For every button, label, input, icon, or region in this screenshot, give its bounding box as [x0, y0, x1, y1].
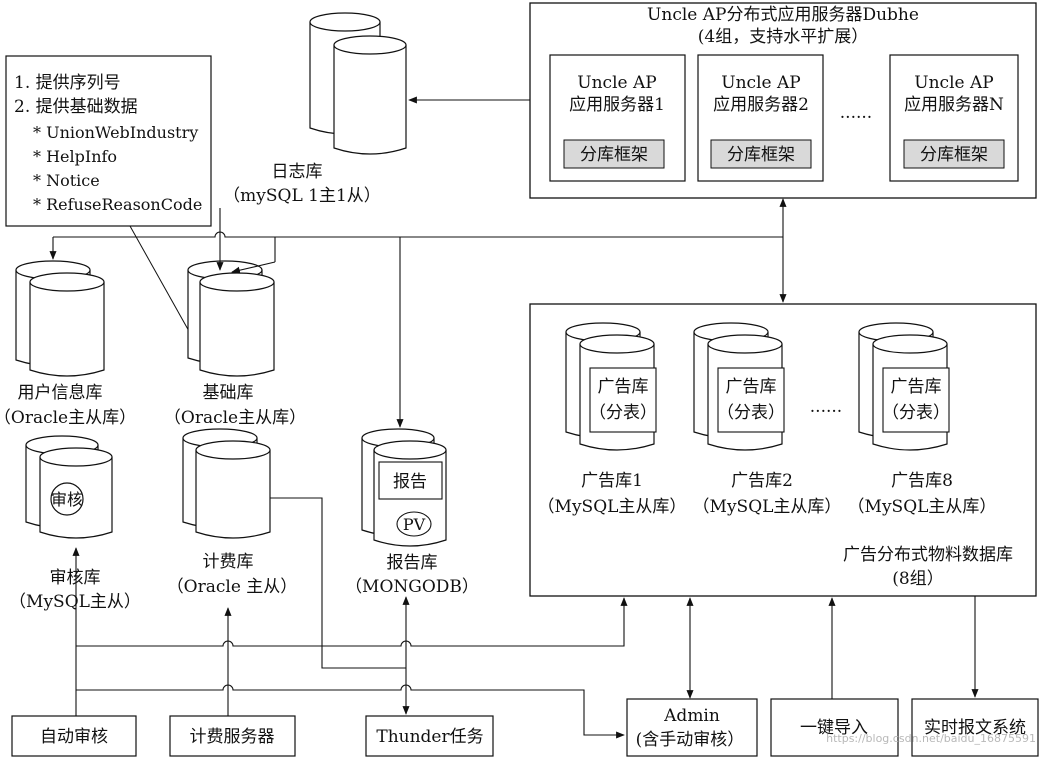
app-server-2-label: 应用服务器2 [713, 95, 809, 115]
ad-db-1-detail: （MySQL主从库） [538, 497, 687, 517]
report-db-inner-top: 报告 [393, 472, 427, 492]
admin-box[interactable]: Admin (含手动审核） [626, 698, 758, 757]
base-db-name: 基础库 [203, 383, 254, 403]
auto-audit-label: 自动审核 [40, 727, 108, 747]
ad-db-2-name: 广告库2 [731, 471, 793, 491]
thunder-task-label: Thunder任务 [376, 727, 483, 747]
billing-server-label: 计费服务器 [190, 727, 275, 747]
billing-db-name: 计费库 [203, 552, 254, 572]
arrow-bus-to-base-db [231, 261, 276, 274]
log-db: 日志库 （mySQL 1主1从） [223, 12, 407, 206]
ad-cluster-subtitle: (8组） [892, 569, 943, 589]
ad-db-1: 广告库 （分表） 广告库1 （MySQL主从库） [538, 322, 687, 517]
report-db: 报告 PV 报告库 （MONGODB） [345, 428, 479, 597]
one-click-import-label: 一键导入 [800, 718, 868, 738]
report-db-inner-bottom: PV [403, 515, 426, 534]
app-cluster-subtitle: (4组，支持水平扩展） [698, 27, 868, 47]
app-server-1-label: 应用服务器1 [569, 95, 665, 115]
app-server-1: Uncle AP 应用服务器1 分库框架 [549, 54, 686, 182]
app-server-1-name: Uncle AP [577, 73, 656, 93]
ad-db-1-name: 广告库1 [581, 471, 643, 491]
notes-item: * UnionWebIndustry [33, 123, 198, 142]
ad-db-1-inner: 广告库 [598, 377, 649, 397]
app-server-n: Uncle AP 应用服务器N 分库框架 [889, 54, 1019, 182]
notes-item: * Notice [33, 171, 100, 190]
app-server-n-name: Uncle AP [914, 73, 993, 93]
ad-db-2-inner: 广告库 [726, 377, 777, 397]
app-server-2: Uncle AP 应用服务器2 分库框架 [697, 54, 824, 182]
report-db-name: 报告库 [387, 553, 438, 573]
notes-line-1: 1. 提供序列号 [14, 73, 121, 93]
billing-side-line [270, 497, 406, 669]
audit-db-name: 审核库 [50, 568, 101, 588]
thunder-task-box[interactable]: Thunder任务 [365, 715, 494, 757]
ad-db-1-inner-sub: （分表） [589, 403, 657, 423]
app-server-n-label: 应用服务器N [904, 95, 1004, 115]
ad-db-8-inner: 广告库 [891, 377, 942, 397]
user-info-db: 用户信息库 （Oracle主从库） [0, 260, 136, 428]
billing-db: 计费库 （Oracle 主从） [167, 428, 298, 597]
ad-db-2-detail: （MySQL主从库） [693, 497, 842, 517]
arrow-audit-to-admin [76, 684, 625, 739]
one-click-import-box[interactable]: 一键导入 [770, 698, 899, 757]
notes-callout-line [129, 225, 191, 334]
main-bus-line [53, 231, 783, 238]
app-server-2-name: Uncle AP [721, 73, 800, 93]
app-server-cluster: Uncle AP分布式应用服务器Dubhe (4组，支持水平扩展） Uncle … [529, 2, 1037, 199]
app-server-1-sharding: 分库框架 [580, 145, 648, 165]
audit-db-inner: 审核 [51, 490, 83, 509]
ad-cluster-title: 广告分布式物料数据库 [843, 545, 1013, 565]
app-server-2-sharding: 分库框架 [727, 145, 795, 165]
admin-label: Admin [663, 706, 720, 726]
ad-db-8-detail: （MySQL主从库） [848, 497, 997, 517]
admin-sublabel: (含手动审核） [636, 730, 745, 750]
realtime-report-box[interactable]: 实时报文系统 [911, 698, 1039, 757]
connectors [49, 96, 979, 739]
base-db: 基础库 （Oracle主从库） [164, 260, 306, 428]
ad-db-2-inner-sub: （分表） [717, 403, 785, 423]
log-db-name: 日志库 [272, 162, 323, 182]
ad-db-ellipsis: ...... [810, 397, 842, 417]
ad-db-8-name: 广告库8 [891, 471, 953, 491]
report-db-detail: （MONGODB） [345, 577, 479, 597]
audit-db-detail: （MySQL主从） [9, 592, 141, 612]
ad-db-cluster: 广告库 （分表） 广告库1 （MySQL主从库） 广告库 （分表） 广告库2 （… [529, 303, 1037, 597]
app-server-ellipsis: ...... [840, 103, 872, 123]
realtime-report-label: 实时报文系统 [924, 718, 1026, 738]
watermark-text: https://blog.csdn.net/baidu_16875591 [826, 732, 1036, 745]
notes-line-2: 2. 提供基础数据 [14, 97, 138, 117]
app-server-n-sharding: 分库框架 [920, 145, 988, 165]
billing-server-box[interactable]: 计费服务器 [169, 715, 296, 757]
notes-box: 1. 提供序列号 2. 提供基础数据 * UnionWebIndustry * … [5, 55, 212, 227]
notes-item: * HelpInfo [33, 147, 117, 166]
app-cluster-title: Uncle AP分布式应用服务器Dubhe [647, 5, 919, 25]
audit-db: 审核 审核库 （MySQL主从） [9, 435, 141, 612]
user-info-db-name: 用户信息库 [18, 383, 103, 403]
arrow-audit-to-ad-cluster [76, 597, 628, 647]
base-db-detail: （Oracle主从库） [164, 408, 306, 428]
ad-db-2: 广告库 （分表） 广告库2 （MySQL主从库） [693, 322, 842, 517]
log-db-detail: （mySQL 1主1从） [223, 186, 381, 206]
ad-db-8-inner-sub: （分表） [882, 403, 950, 423]
ad-db-8: 广告库 （分表） 广告库8 （MySQL主从库） [848, 322, 997, 517]
user-info-db-detail: （Oracle主从库） [0, 408, 136, 428]
notes-item: * RefuseReasonCode [33, 195, 202, 214]
auto-audit-box[interactable]: 自动审核 [11, 715, 137, 757]
billing-db-detail: （Oracle 主从） [167, 577, 298, 597]
